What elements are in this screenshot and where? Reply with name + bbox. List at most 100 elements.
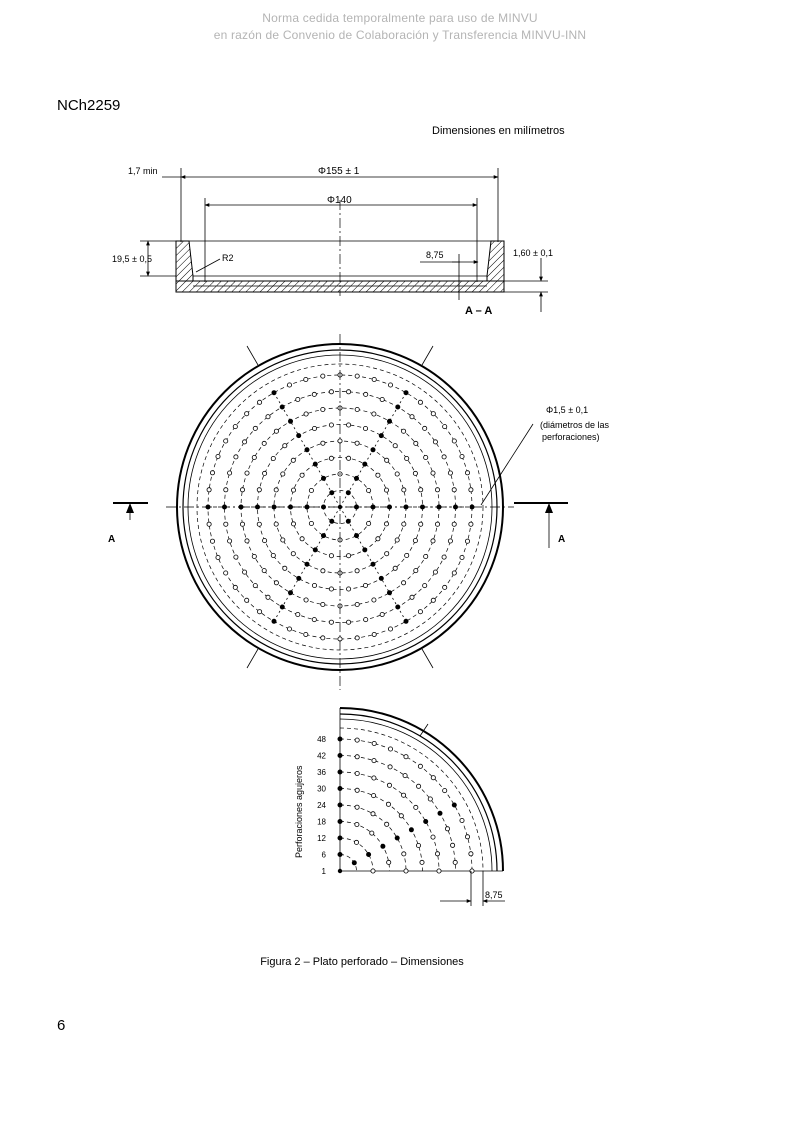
perforation-hole — [354, 568, 360, 574]
perforation-hole — [384, 821, 390, 827]
perforation-hole — [311, 425, 317, 431]
perforation-hole — [436, 868, 442, 874]
perforation-hole — [252, 425, 258, 431]
pitch-label: 8,75 — [426, 250, 444, 260]
hole-ring — [339, 821, 390, 872]
perforation-hole — [366, 487, 372, 493]
perforation-hole — [227, 538, 233, 544]
perforation-hole — [427, 796, 433, 802]
perforation-hole — [370, 868, 376, 874]
perforation-hole — [459, 818, 465, 824]
perforation-hole — [303, 632, 309, 638]
perforation-hole — [464, 538, 470, 544]
outer-diameter-label: Φ155 ± 1 — [318, 166, 360, 177]
perforation-hole — [363, 391, 369, 397]
perforation-hole — [417, 399, 423, 405]
standard-code: NCh2259 — [57, 97, 121, 114]
perforation-hole — [280, 471, 286, 477]
perforation-hole — [354, 635, 360, 641]
perforation-hole — [404, 455, 410, 461]
perforation-hole — [441, 554, 447, 560]
perforation-hole — [459, 453, 465, 459]
perforation-hole — [320, 568, 326, 574]
perforation-hole — [282, 565, 288, 571]
perforation-hole — [371, 758, 377, 764]
perforation-hole — [223, 438, 229, 444]
perforation-hole — [395, 404, 401, 410]
perforation-hole — [251, 454, 257, 460]
perforation-hole — [270, 455, 276, 461]
perforation-hole — [299, 536, 305, 542]
perforation-hole — [386, 859, 392, 865]
perforation-hole — [354, 771, 360, 777]
perforation-hole — [418, 487, 424, 493]
perforation-hole — [244, 597, 250, 603]
perforation-hole — [320, 373, 326, 379]
perforation-hole — [423, 454, 429, 460]
hole-count-label: 6 — [322, 851, 327, 860]
perforation-hole — [419, 859, 425, 865]
perforation-hole — [442, 584, 448, 590]
perforation-hole — [441, 454, 447, 460]
perforation-hole — [403, 618, 409, 624]
perforation-hole — [209, 538, 215, 544]
watermark-line-2: en razón de Convenio de Colaboración y T… — [213, 28, 587, 42]
perforation-hole — [233, 554, 239, 560]
perforation-hole — [378, 575, 384, 581]
perforation-hole — [394, 835, 400, 841]
perforation-hole — [271, 390, 277, 396]
perforation-hole — [353, 533, 359, 539]
perforation-hole — [430, 597, 436, 603]
perforation-hole — [412, 538, 418, 544]
perforation-hole — [412, 470, 418, 476]
perforation-hole — [252, 583, 258, 589]
perforation-hole — [451, 438, 457, 444]
perforation-hole — [320, 602, 326, 608]
perforation-hole — [242, 569, 248, 575]
perforation-hole — [468, 521, 474, 527]
perforation-hole — [232, 424, 238, 430]
perforation-hole — [366, 521, 372, 527]
perforation-hole — [379, 396, 385, 402]
perforation-hole — [279, 404, 285, 410]
perforation-hole — [261, 440, 267, 446]
perforation-hole — [320, 635, 326, 641]
perforation-hole — [385, 801, 391, 807]
perforation-hole — [383, 521, 389, 527]
perforation-hole — [320, 533, 326, 539]
perforation-hole — [451, 487, 457, 493]
perforation-hole — [242, 439, 248, 445]
perforation-hole — [295, 612, 301, 618]
perforation-hole — [370, 447, 376, 453]
perforation-hole — [387, 764, 393, 770]
perforation-hole — [303, 597, 309, 603]
perforation-hole — [287, 418, 293, 424]
perforation-hole — [337, 736, 343, 742]
quadrant-pitch-label: 8,75 — [485, 890, 503, 900]
perforation-hole — [303, 376, 309, 382]
perforation-hole — [244, 411, 250, 417]
perforation-hole — [386, 418, 392, 424]
perforation-hole — [239, 487, 245, 493]
perforation-hole — [299, 472, 305, 478]
perforation-hole — [444, 826, 450, 832]
hole-note-line-2: (diámetros de las — [540, 420, 610, 430]
perforation-hole — [328, 553, 334, 559]
hole-count-label: 48 — [317, 735, 326, 744]
perforation-hole — [402, 773, 408, 779]
perforation-hole — [353, 839, 359, 845]
thickness-label: 1,60 ± 0,1 — [513, 248, 553, 258]
perforation-hole — [290, 521, 296, 527]
perforation-hole — [337, 769, 343, 775]
perforation-hole — [308, 487, 314, 493]
perforation-hole — [362, 425, 368, 431]
perforation-hole — [403, 754, 409, 760]
perforation-hole — [337, 835, 343, 841]
perforation-hole — [328, 422, 334, 428]
perforation-hole — [401, 580, 407, 586]
perforation-hole — [459, 555, 465, 561]
perforation-hole — [273, 521, 279, 527]
perforation-hole — [328, 619, 334, 625]
perforation-hole — [279, 604, 285, 610]
